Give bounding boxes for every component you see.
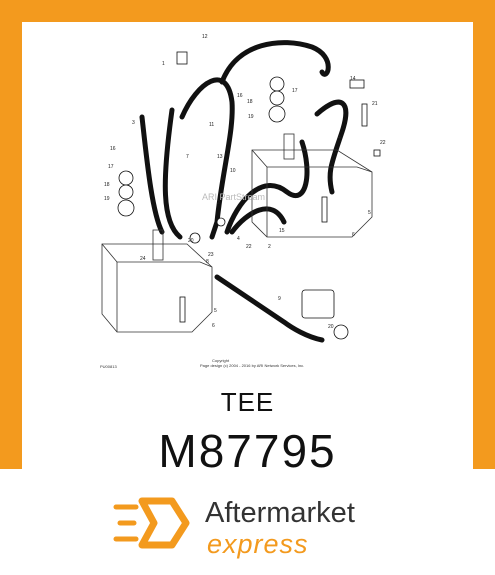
- callout-22: 22: [380, 140, 386, 146]
- diagram-panel: 12 1 3 16 17 18 19 7 11 13 10 16 18 19 1…: [22, 22, 473, 477]
- watermark: ARI PartStream: [202, 192, 265, 202]
- hose-7: [162, 107, 183, 240]
- brand-name-line1: Aftermarket: [205, 497, 355, 529]
- hose-3: [139, 114, 165, 235]
- callout-18b: 18: [247, 99, 253, 105]
- callout-23: 23: [208, 252, 214, 258]
- callout-7: 7: [186, 154, 189, 160]
- callout-4b: 4: [237, 236, 240, 242]
- fittings: [117, 51, 381, 340]
- callout-19b: 19: [248, 114, 254, 120]
- callout-12: 12: [202, 34, 208, 40]
- callout-5: 5: [368, 210, 371, 216]
- callout-labels: 12 1 3 16 17 18 19 7 11 13 10 16 18 19 1…: [104, 34, 386, 330]
- callout-2b: 2: [217, 200, 220, 206]
- callout-3: 3: [132, 120, 135, 126]
- callout-14: 14: [350, 76, 356, 82]
- part-number: M87795: [158, 425, 337, 477]
- brand-name-line2: express: [207, 529, 309, 559]
- hose-lines: [139, 40, 349, 343]
- callout-2: 2: [268, 244, 271, 250]
- copyright-line1: Copyright: [212, 358, 230, 363]
- callout-16: 16: [110, 146, 116, 152]
- callout-5b: 5: [214, 308, 217, 314]
- callout-8: 8: [206, 259, 209, 265]
- fuel-tank-left: [101, 229, 213, 333]
- hose-upper: [219, 40, 331, 85]
- callout-13: 13: [217, 154, 223, 160]
- callout-24: 24: [140, 256, 146, 262]
- callout-6: 6: [352, 232, 355, 238]
- part-name: TEE: [220, 387, 275, 417]
- callout-17: 17: [108, 164, 114, 170]
- callout-21: 21: [372, 101, 378, 107]
- callout-15: 15: [279, 228, 285, 234]
- hose-9: [214, 274, 325, 343]
- callout-1: 1: [162, 61, 165, 67]
- callout-22b: 22: [246, 244, 252, 250]
- fuel-tank-right: [251, 133, 373, 238]
- callout-20: 20: [188, 238, 194, 244]
- hose-14: [314, 99, 349, 195]
- parts-diagram: 12 1 3 16 17 18 19 7 11 13 10 16 18 19 1…: [100, 34, 386, 369]
- callout-16b: 16: [237, 93, 243, 99]
- aftermarket-logo-icon: [113, 497, 190, 549]
- brand-footer: Aftermarket express: [0, 469, 495, 575]
- callout-4: 4: [338, 135, 341, 141]
- callout-18: 18: [104, 182, 110, 188]
- hose-13: [224, 139, 310, 235]
- callout-9: 9: [278, 296, 281, 302]
- callout-17b: 17: [292, 88, 298, 94]
- callout-10: 10: [230, 168, 236, 174]
- figure-id: PU00813: [100, 364, 117, 369]
- hose-15: [229, 206, 287, 235]
- callout-19: 19: [104, 196, 110, 202]
- copyright-line2: Page design (c) 2004 - 2016 by ARI Netwo…: [200, 363, 304, 368]
- callout-11: 11: [209, 122, 214, 128]
- callout-6b: 6: [212, 323, 215, 329]
- callout-20b: 20: [328, 324, 334, 330]
- hose-11: [179, 77, 235, 240]
